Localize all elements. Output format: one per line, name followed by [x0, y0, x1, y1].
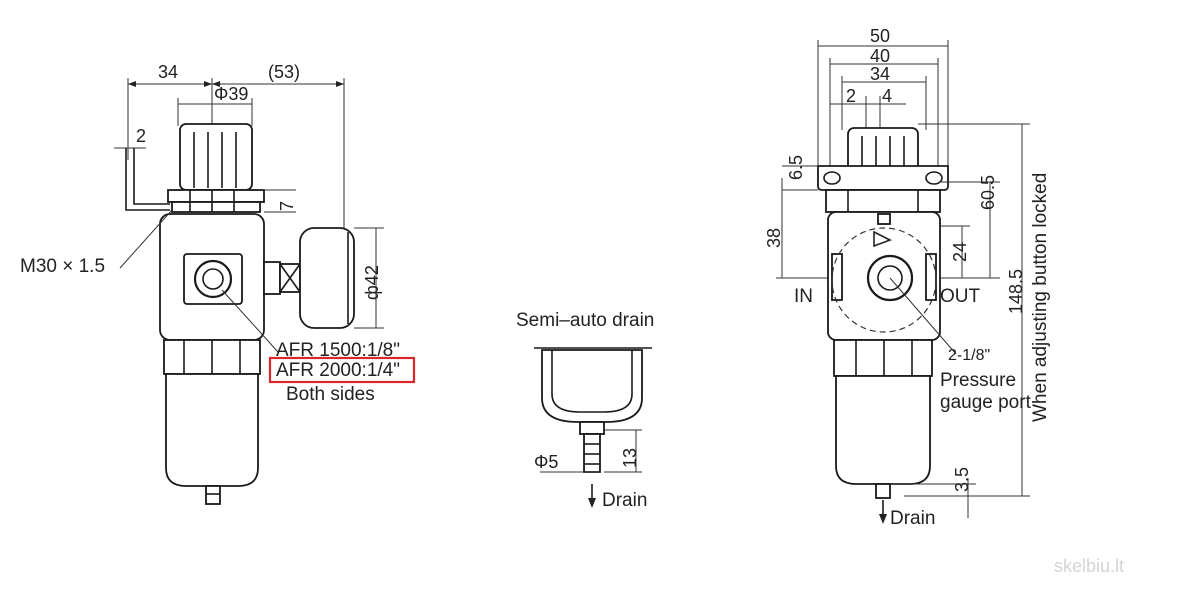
left-view: 34 (53) Φ39 2 7	[20, 62, 416, 505]
dim-2-right: 2	[846, 86, 856, 106]
dim-24: 24	[950, 242, 970, 262]
out-label: OUT	[940, 286, 981, 307]
dim-6-5: 6.5	[786, 155, 806, 180]
dim-phi5: Φ5	[534, 452, 558, 472]
port-label-1500: AFR 1500:1/8"	[276, 340, 400, 361]
dim-34-right: 34	[870, 64, 890, 84]
drain-label-middle: Drain	[602, 490, 647, 511]
dim-34: 34	[158, 62, 178, 82]
dim-38: 38	[764, 228, 784, 248]
port-label-2000: AFR 2000:1/4"	[276, 360, 400, 381]
both-sides-label: Both sides	[286, 384, 375, 405]
dim-phi42: ф42	[362, 265, 382, 300]
dim-148-5: 148.5	[1006, 269, 1026, 314]
dim-phi39: Φ39	[214, 84, 248, 104]
pressure-label: Pressure	[940, 370, 1016, 391]
right-view: 50 40 34 2 4 6.5 38 IN	[764, 26, 1051, 529]
dim-53: (53)	[268, 62, 300, 82]
dim-7: 7	[277, 201, 297, 211]
dim-2: 2	[136, 126, 146, 146]
watermark: skelbiu.lt	[1054, 556, 1124, 576]
dim-50: 50	[870, 26, 890, 46]
dim-60-5: 60.5	[978, 175, 998, 210]
in-label: IN	[794, 286, 813, 307]
highlight-box	[268, 356, 416, 384]
drain-label-right: Drain	[890, 508, 935, 529]
middle-view: Semi–auto drain 13 Φ5 Drain	[516, 310, 654, 511]
locked-note: When adjusting button locked	[1030, 173, 1051, 422]
semi-auto-drain-title: Semi–auto drain	[516, 310, 654, 331]
gauge-thread-label: 2-1/8"	[948, 347, 990, 364]
thread-label: M30 × 1.5	[20, 256, 105, 277]
dim-4: 4	[882, 86, 892, 106]
gauge-port-label: gauge port	[940, 392, 1032, 413]
dim-3-5: 3.5	[952, 467, 972, 492]
dim-40: 40	[870, 46, 890, 66]
dim-13: 13	[620, 448, 640, 468]
